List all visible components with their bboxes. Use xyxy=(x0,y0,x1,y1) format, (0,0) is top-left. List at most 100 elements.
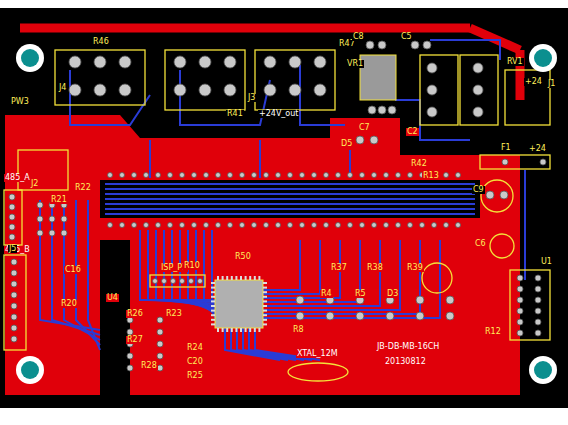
solder-pad xyxy=(326,312,334,320)
solder-pad xyxy=(336,223,341,228)
solder-pad xyxy=(427,107,437,117)
solder-pad xyxy=(11,303,17,309)
silkscreen-label: R26 xyxy=(126,310,144,318)
signal-trace xyxy=(259,140,261,178)
silkscreen-label: JB-DB-MB-16CH xyxy=(376,343,440,351)
ic-pin xyxy=(249,276,251,280)
solder-pad xyxy=(228,173,233,178)
silkscreen-label: RV1 xyxy=(506,58,524,66)
ic-pin xyxy=(211,310,215,312)
solder-pad xyxy=(9,194,15,200)
solder-pad xyxy=(61,216,67,222)
solder-pad xyxy=(157,341,163,347)
solder-pad xyxy=(416,312,424,320)
silkscreen-label: C2 xyxy=(406,128,419,136)
silkscreen-label: J4 xyxy=(58,84,67,92)
solder-pad xyxy=(264,173,269,178)
solder-pad xyxy=(174,84,186,96)
board-substrate xyxy=(0,8,568,408)
solder-pad xyxy=(312,173,317,178)
solder-pad xyxy=(252,223,257,228)
signal-trace xyxy=(88,200,100,350)
silkscreen-label: R50 xyxy=(234,253,252,261)
solder-pad xyxy=(289,56,301,68)
solder-pad xyxy=(180,173,185,178)
solder-pad xyxy=(180,223,185,228)
solder-pad xyxy=(517,275,523,281)
signal-trace xyxy=(263,240,300,290)
solder-pad xyxy=(11,292,17,298)
solder-pad xyxy=(356,136,364,144)
solder-pad xyxy=(444,223,449,228)
signal-trace xyxy=(40,200,100,330)
silkscreen-label: R37 xyxy=(330,264,348,272)
silkscreen-label: R47 xyxy=(338,40,356,48)
solder-pad xyxy=(199,56,211,68)
solder-pad xyxy=(228,223,233,228)
ic-pin xyxy=(263,291,267,293)
silkscreen-label: R41 xyxy=(226,110,244,118)
signal-trace xyxy=(263,240,440,318)
solder-pad xyxy=(378,41,386,49)
ic-pin xyxy=(258,328,260,332)
crystal-outline xyxy=(422,263,452,293)
solder-pad xyxy=(168,223,173,228)
solder-pad xyxy=(108,173,113,178)
silkscreen-label: R12 xyxy=(484,328,502,336)
silkscreen-label: C16 xyxy=(64,266,82,274)
solder-pad xyxy=(296,312,304,320)
fuse-outline xyxy=(480,155,550,169)
solder-pad xyxy=(49,216,55,222)
silkscreen-label: R28 xyxy=(140,362,158,370)
silkscreen-label: R38 xyxy=(366,264,384,272)
solder-pad xyxy=(216,173,221,178)
mounting-hole xyxy=(16,356,44,384)
mounting-hole xyxy=(529,356,557,384)
signal-trace xyxy=(105,188,475,190)
solder-pad xyxy=(314,56,326,68)
solder-pad xyxy=(446,312,454,320)
solder-pad xyxy=(396,223,401,228)
solder-pad xyxy=(314,84,326,96)
solder-pad xyxy=(240,173,245,178)
silkscreen-label: D3 xyxy=(386,290,399,298)
solder-pad xyxy=(264,223,269,228)
solder-pad xyxy=(456,223,461,228)
solder-pad xyxy=(535,297,541,303)
silkscreen-label: +24V_out xyxy=(258,110,299,118)
ic-pin xyxy=(263,282,267,284)
solder-pad xyxy=(120,223,125,228)
solder-pad xyxy=(386,312,394,320)
ic-pin xyxy=(254,276,256,280)
solder-pad xyxy=(370,136,378,144)
solder-pad xyxy=(368,106,376,114)
solder-pad xyxy=(11,259,17,265)
mounting-hole xyxy=(21,49,39,67)
solder-pad xyxy=(127,329,133,335)
signal-trace xyxy=(105,198,475,200)
silkscreen-label: U1 xyxy=(540,258,553,266)
solder-pad xyxy=(535,308,541,314)
solder-pad xyxy=(204,173,209,178)
solder-pad xyxy=(276,173,281,178)
ic-pin xyxy=(211,296,215,298)
silkscreen-label: R5 xyxy=(354,290,367,298)
solder-pad xyxy=(127,365,133,371)
silkscreen-label: R13 xyxy=(422,172,440,180)
solder-pad xyxy=(198,279,203,284)
solder-pad xyxy=(127,353,133,359)
signal-trace xyxy=(263,240,320,294)
ic-pin xyxy=(263,296,267,298)
solder-pad xyxy=(384,173,389,178)
silkscreen-label: F1 xyxy=(500,144,512,152)
solder-pad xyxy=(384,223,389,228)
header-outline xyxy=(4,255,26,350)
ic-pin xyxy=(240,328,242,332)
connector-outline xyxy=(255,50,335,110)
signal-trace xyxy=(64,200,100,340)
solder-pad xyxy=(264,56,276,68)
silkscreen-label: +24 xyxy=(528,145,547,153)
solder-pad xyxy=(427,85,437,95)
signal-trace xyxy=(149,140,151,178)
